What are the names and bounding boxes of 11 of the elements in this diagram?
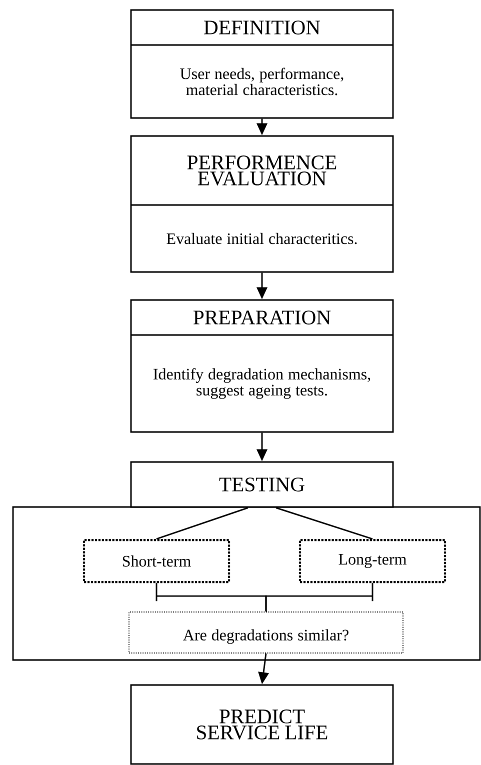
process-box: PREPARATION Identify degradation mechanisms, suggest ageing tests. (130, 299, 394, 433)
connector-line (276, 507, 373, 540)
question-box: Are degradations similar? (128, 612, 404, 654)
connector-line (265, 582, 374, 612)
process-box: DEFINITION User needs, performance, material characteristics. (130, 9, 394, 119)
process-box: PREDICT SERVICE LIFE (130, 684, 394, 765)
connector-line (156, 507, 248, 540)
node-label: TESTING (219, 478, 304, 492)
process-box: PERFORMENCE EVALUATION Evaluate initial characteritics. (130, 135, 394, 273)
test-box: Short-term (82, 538, 230, 584)
test-box: Long-term (298, 538, 446, 584)
